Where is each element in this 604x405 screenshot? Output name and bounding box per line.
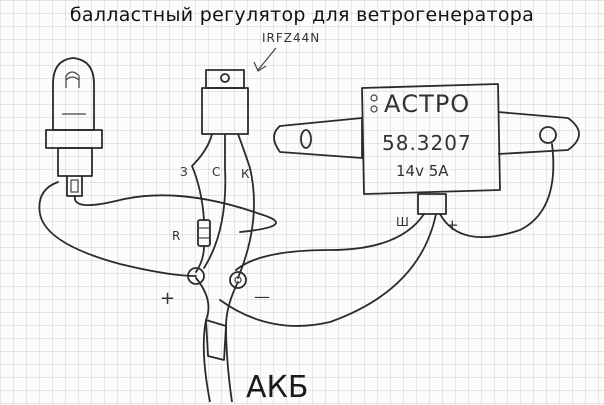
battery-label: АКБ — [246, 370, 309, 405]
battery-plus-label: + — [160, 288, 175, 309]
regulator-model: 58.3207 — [382, 131, 472, 155]
mosfet-transistor — [191, 69, 251, 169]
pin-source-label: С — [212, 165, 220, 179]
pin-gate-label: З — [180, 165, 188, 179]
resistor-label: R — [172, 229, 180, 243]
junction-dot-icon — [234, 276, 242, 284]
regulator-dot-icon — [370, 105, 378, 113]
mosfet-model-label: IRFZ44N — [262, 31, 320, 45]
regulator-rating: 14v 5A — [396, 162, 449, 180]
regulator-brand: АСТРО — [384, 90, 470, 118]
resistor — [197, 219, 211, 247]
label-arrow-icon — [257, 47, 277, 71]
positive-junction — [187, 267, 205, 285]
arrowhead-icon — [253, 61, 267, 72]
page-title: балластный регулятор для ветрогенератора — [69, 4, 535, 26]
pin-drain-label: К — [241, 167, 250, 181]
regulator-dot-icon — [370, 94, 378, 102]
battery-minus-label: — — [254, 287, 270, 306]
wires — [38, 143, 555, 402]
voltage-regulator — [273, 83, 580, 215]
ballast-lamp — [45, 57, 103, 197]
regulator-terminal-w: Ш — [396, 215, 409, 229]
negative-junction — [229, 271, 247, 289]
